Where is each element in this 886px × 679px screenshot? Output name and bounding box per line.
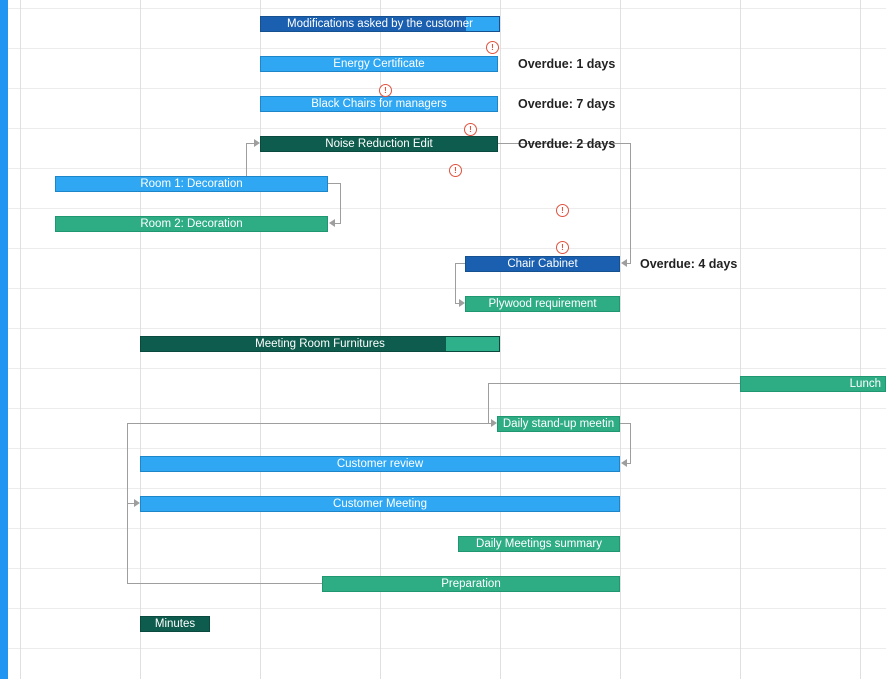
task-label: Meeting Room Furnitures [255,338,385,350]
warning-icon[interactable]: ! [556,204,569,217]
task-bar[interactable]: Lunch [740,376,886,392]
dependency-line-segment [127,583,323,584]
task-label: Chair Cabinet [507,258,578,270]
task-bar[interactable]: Chair Cabinet [465,256,620,272]
dependency-line-segment [127,423,491,424]
dependency-arrow-icon [621,459,627,467]
warning-icon[interactable]: ! [486,41,499,54]
task-label: Black Chairs for managers [311,98,447,110]
task-progress-fill [141,337,446,351]
dependency-line-segment [334,223,341,224]
dependency-line-segment [627,263,631,264]
overdue-label: Overdue: 2 days [518,137,616,151]
task-label: Minutes [154,618,196,630]
dependency-line-segment [328,183,341,184]
task-bar[interactable]: Energy Certificate [260,56,498,72]
task-bar[interactable]: Customer Meeting [140,496,620,512]
dependency-line-segment [630,423,631,464]
task-bar[interactable]: Preparation [322,576,620,592]
dependency-line-segment [498,143,631,144]
task-bar[interactable]: Plywood requirement [465,296,620,312]
dependency-arrow-icon [329,219,335,227]
dependency-line-segment [455,263,456,304]
task-label: Preparation [441,578,501,590]
warning-icon[interactable]: ! [556,241,569,254]
task-label: Room 2: Decoration [140,218,243,230]
overdue-label: Overdue: 4 days [640,257,738,271]
dependency-line-segment [127,503,135,504]
task-label: Customer Meeting [333,498,427,510]
task-bar[interactable]: Black Chairs for managers [260,96,498,112]
dependency-arrow-icon [621,259,627,267]
task-bar[interactable]: Minutes [140,616,210,632]
task-label: Plywood requirement [488,298,597,310]
task-label: Lunch [849,378,881,390]
task-bar[interactable]: Meeting Room Furnitures [140,336,500,352]
task-bar[interactable]: Room 2: Decoration [55,216,328,232]
dependency-line-segment [488,383,740,384]
task-bar[interactable]: Modifications asked by the customer [260,16,500,32]
task-label: Daily Meetings summary [476,538,602,550]
warning-icon[interactable]: ! [449,164,462,177]
dependency-line-segment [246,143,247,177]
dependency-arrow-icon [459,299,465,307]
dependency-arrow-icon [254,139,260,147]
dependency-line-segment [620,423,631,424]
warning-icon[interactable]: ! [464,123,477,136]
task-bar[interactable]: Daily Meetings summary [458,536,620,552]
task-bar[interactable]: Noise Reduction Edit [260,136,498,152]
task-label: Modifications asked by the customer [286,18,473,30]
dependency-line-segment [630,143,631,264]
dependency-line-segment [340,183,341,224]
task-label: Room 1: Decoration [140,178,243,190]
task-bar[interactable]: Daily stand-up meetin [497,416,620,432]
task-bar[interactable]: Room 1: Decoration [55,176,328,192]
dependency-line-segment [627,463,631,464]
task-label: Noise Reduction Edit [325,138,433,150]
dependency-line-segment [455,263,465,264]
task-progress-fill [261,17,466,31]
task-label: Energy Certificate [333,58,425,70]
task-label: Customer review [336,458,424,470]
dependency-line-segment [246,143,255,144]
task-bar[interactable]: Customer review [140,456,620,472]
overdue-label: Overdue: 1 days [518,57,616,71]
task-label: Daily stand-up meetin [502,418,615,430]
warning-icon[interactable]: ! [379,84,392,97]
dependency-line-segment [455,303,460,304]
panel-splitter[interactable] [0,0,8,679]
dependency-arrow-icon [491,419,497,427]
dependency-line-segment [488,383,489,424]
overdue-label: Overdue: 7 days [518,97,616,111]
dependency-arrow-icon [134,499,140,507]
